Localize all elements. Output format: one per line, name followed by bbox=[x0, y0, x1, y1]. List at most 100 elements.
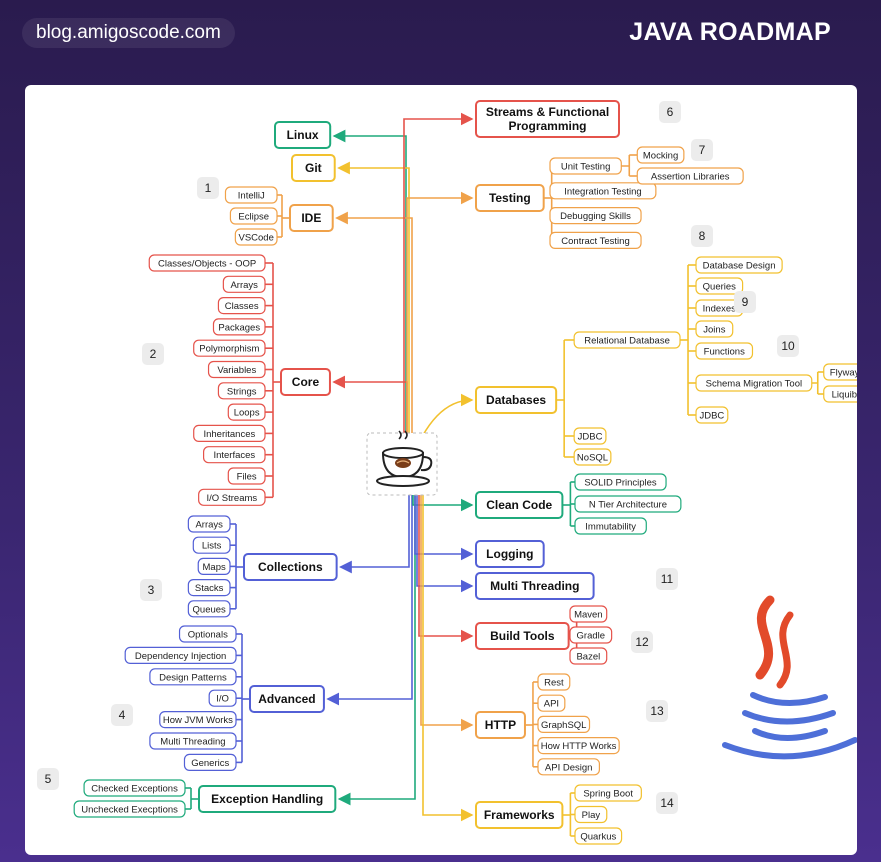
svg-text:Stacks: Stacks bbox=[195, 583, 224, 594]
step-number-4: 4 bbox=[111, 704, 133, 726]
collections-item-2: Maps bbox=[197, 557, 231, 575]
frameworks-item-0: Spring Boot bbox=[574, 784, 642, 802]
advanced-item-6: Generics bbox=[183, 753, 237, 772]
migration-item-0: Flyway bbox=[823, 363, 857, 381]
databases-item-2: NoSQL bbox=[573, 448, 612, 466]
advanced-item-5: Multi Threading bbox=[149, 732, 237, 750]
svg-text:Dependency Injection: Dependency Injection bbox=[135, 651, 226, 662]
relational-item-3: Joins bbox=[695, 320, 734, 338]
step-number-12: 12 bbox=[631, 631, 653, 653]
relational-item-4: Functions bbox=[695, 342, 754, 360]
advanced-item-4: How JVM Works bbox=[159, 710, 237, 729]
svg-text:API Design: API Design bbox=[545, 762, 593, 773]
svg-text:Maven: Maven bbox=[574, 610, 603, 621]
svg-text:Lists: Lists bbox=[202, 541, 222, 552]
advanced-item-0: Optionals bbox=[178, 625, 237, 643]
core-item-8: Inheritances bbox=[193, 424, 266, 442]
svg-text:Core: Core bbox=[292, 375, 320, 389]
svg-text:Testing: Testing bbox=[489, 191, 531, 205]
svg-text:Contract Testing: Contract Testing bbox=[561, 236, 629, 247]
testing-item-3: Contract Testing bbox=[549, 231, 642, 249]
clean-code-item-2: Immutability bbox=[574, 517, 647, 535]
svg-text:Frameworks: Frameworks bbox=[484, 808, 555, 822]
step-number-3: 3 bbox=[140, 579, 162, 601]
core-item-5: Variables bbox=[207, 360, 266, 379]
svg-text:Arrays: Arrays bbox=[195, 520, 223, 531]
step-number-8: 8 bbox=[691, 225, 713, 247]
core-item-7: Loops bbox=[227, 403, 266, 421]
build-tools-item-2: Bazel bbox=[569, 647, 608, 665]
topic-testing: Testing bbox=[475, 184, 545, 212]
svg-text:Unit Testing: Unit Testing bbox=[561, 162, 610, 173]
step-number-1: 1 bbox=[197, 177, 219, 199]
unit-testing-item-0: Mocking bbox=[636, 146, 685, 164]
svg-text:Assertion Libraries: Assertion Libraries bbox=[651, 172, 730, 183]
migration-item-1: Liquibase bbox=[823, 385, 857, 403]
svg-text:Linux: Linux bbox=[287, 128, 319, 142]
svg-text:Mocking: Mocking bbox=[643, 151, 678, 162]
topic-linux: Linux bbox=[274, 121, 332, 149]
svg-text:Indexes: Indexes bbox=[703, 304, 737, 315]
svg-text:Quarkus: Quarkus bbox=[580, 832, 616, 843]
ide-item-1: Eclipse bbox=[229, 207, 278, 225]
svg-text:Play: Play bbox=[582, 810, 601, 821]
step-number-6: 6 bbox=[659, 101, 681, 123]
step-number-11: 11 bbox=[656, 568, 678, 590]
coffee-cup-icon bbox=[366, 430, 438, 496]
svg-text:Classes/Objects - OOP: Classes/Objects - OOP bbox=[158, 259, 256, 270]
databases-item-1: JDBC bbox=[573, 427, 607, 445]
frameworks-item-1: Play bbox=[574, 805, 608, 824]
clean-code-item-1: N Tier Architecture bbox=[574, 495, 682, 513]
core-item-4: Polymorphism bbox=[193, 339, 266, 357]
svg-text:NoSQL: NoSQL bbox=[577, 453, 608, 464]
svg-text:Queues: Queues bbox=[193, 604, 227, 615]
svg-text:Multi Threading: Multi Threading bbox=[490, 579, 579, 593]
collections-item-4: Queues bbox=[187, 600, 231, 618]
svg-text:Files: Files bbox=[237, 472, 257, 483]
svg-text:Loops: Loops bbox=[234, 408, 260, 419]
testing-item-2: Debugging Skills bbox=[549, 206, 642, 225]
advanced-item-2: Design Patterns bbox=[149, 668, 237, 686]
topic-exception-handling: Exception Handling bbox=[198, 785, 337, 813]
topic-git: Git bbox=[291, 154, 336, 182]
topic-logging: Logging bbox=[475, 540, 545, 568]
svg-text:Bazel: Bazel bbox=[576, 652, 600, 663]
svg-text:GraphSQL: GraphSQL bbox=[541, 720, 586, 731]
svg-text:Arrays: Arrays bbox=[230, 280, 258, 291]
topic-clean-code: Clean Code bbox=[475, 491, 564, 519]
exceptions-item-1: Unchecked Execptions bbox=[73, 800, 186, 818]
step-number-10: 10 bbox=[777, 335, 799, 357]
svg-text:Classes: Classes bbox=[225, 301, 259, 312]
build-tools-item-0: Maven bbox=[569, 605, 608, 623]
svg-text:Advanced: Advanced bbox=[258, 692, 315, 706]
svg-text:Spring Boot: Spring Boot bbox=[583, 789, 633, 800]
svg-text:IDE: IDE bbox=[301, 211, 321, 225]
core-item-10: Files bbox=[227, 467, 266, 485]
svg-text:Joins: Joins bbox=[703, 325, 725, 336]
svg-text:N Tier Architecture: N Tier Architecture bbox=[589, 500, 667, 511]
topic-http: HTTP bbox=[475, 711, 526, 739]
svg-text:Immutability: Immutability bbox=[585, 522, 636, 533]
unit-testing-item-1: Assertion Libraries bbox=[636, 167, 744, 185]
step-number-9: 9 bbox=[734, 291, 756, 313]
svg-text:Debugging Skills: Debugging Skills bbox=[560, 211, 631, 222]
svg-text:Databases: Databases bbox=[486, 393, 546, 407]
frameworks-item-2: Quarkus bbox=[574, 827, 623, 845]
relational-item-1: Queries bbox=[695, 277, 744, 295]
svg-text:Unchecked Execptions: Unchecked Execptions bbox=[81, 805, 178, 816]
svg-text:Logging: Logging bbox=[486, 547, 533, 561]
core-item-6: Strings bbox=[217, 382, 266, 400]
svg-text:How HTTP Works: How HTTP Works bbox=[541, 741, 617, 752]
svg-text:I/O: I/O bbox=[216, 694, 229, 705]
http-item-4: API Design bbox=[537, 758, 601, 776]
svg-text:JDBC: JDBC bbox=[699, 411, 724, 422]
topic-multi-threading: Multi Threading bbox=[475, 572, 595, 600]
build-tools-item-1: Gradle bbox=[569, 626, 613, 644]
svg-text:Git: Git bbox=[305, 161, 322, 175]
topic-ide: IDE bbox=[289, 204, 334, 232]
step-number-2: 2 bbox=[142, 343, 164, 365]
svg-text:Programming: Programming bbox=[508, 119, 586, 133]
collections-item-0: Arrays bbox=[187, 515, 231, 533]
svg-text:VSCode: VSCode bbox=[238, 233, 273, 244]
svg-text:Gradle: Gradle bbox=[577, 631, 606, 642]
